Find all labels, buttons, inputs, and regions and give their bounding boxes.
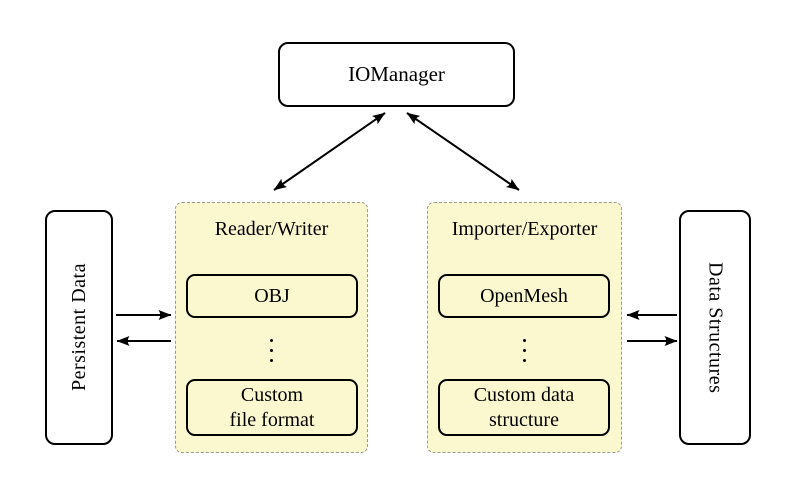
node-openmesh: OpenMesh	[438, 274, 610, 318]
arrow-iomanager-readerwriter	[273, 112, 386, 191]
node-custom-data-structure-line2: structure	[489, 408, 559, 431]
node-iomanager-label: IOManager	[348, 62, 445, 86]
node-data-structures-label: Data Structures	[704, 261, 727, 394]
node-obj-label: OBJ	[254, 284, 290, 307]
node-data-structures: Data Structures	[679, 210, 751, 445]
group-reader-writer: Reader/Writer OBJ Custom file format	[175, 202, 368, 453]
node-iomanager: IOManager	[278, 42, 515, 107]
vertical-ellipsis	[523, 339, 527, 362]
node-openmesh-label: OpenMesh	[480, 284, 568, 307]
node-custom-file-format-line2: file format	[229, 408, 315, 431]
node-custom-data-structure-line1: Custom data	[473, 383, 575, 406]
node-persistent-data-label: Persistent Data	[67, 263, 90, 392]
group-importer-exporter-title: Importer/Exporter	[451, 218, 598, 240]
group-reader-writer-title: Reader/Writer	[214, 218, 329, 240]
group-importer-exporter: Importer/Exporter OpenMesh Custom data s…	[427, 202, 622, 453]
node-persistent-data: Persistent Data	[45, 210, 113, 445]
node-custom-file-format: Custom file format	[186, 379, 358, 436]
arrow-iomanager-importerexporter	[406, 112, 520, 191]
node-obj: OBJ	[186, 274, 358, 318]
node-custom-data-structure: Custom data structure	[438, 379, 610, 436]
node-custom-file-format-line1: Custom	[240, 383, 304, 406]
vertical-ellipsis	[270, 339, 274, 362]
